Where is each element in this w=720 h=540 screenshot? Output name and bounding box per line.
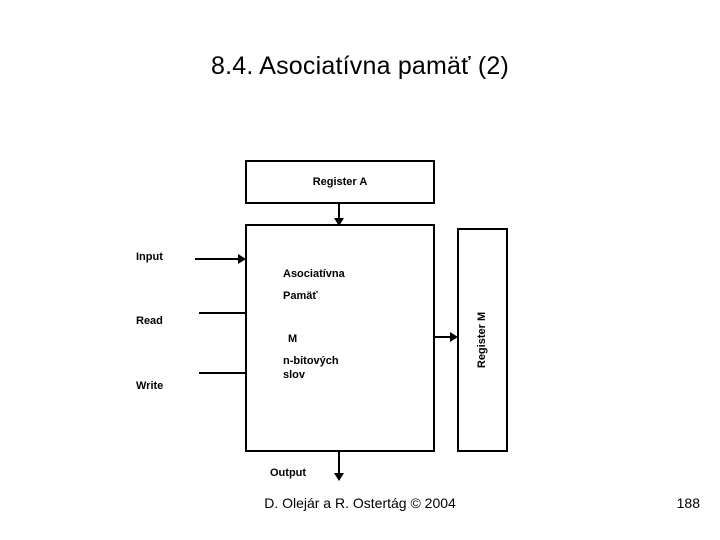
port-label-read: Read	[136, 315, 163, 327]
memory-text-line-1: Asociatívna	[283, 268, 345, 280]
port-label-output: Output	[270, 467, 307, 479]
memory-text-line-5: slov	[283, 369, 306, 381]
memory-to-output-arrowhead-icon	[334, 473, 344, 481]
input-to-memory-line	[195, 258, 240, 260]
page-title: 8.4. Asociatívna pamäť (2)	[210, 52, 510, 80]
footer-page-number: 188	[676, 495, 700, 511]
register-a-to-memory-arrowhead-icon	[334, 218, 344, 226]
register-a-to-memory-line	[338, 203, 340, 220]
memory-text-line-4: n-bitových	[283, 355, 339, 367]
memory-to-output-line	[338, 451, 340, 475]
memory-to-register-m-arrowhead-icon	[450, 332, 458, 342]
port-label-write: Write	[136, 380, 164, 392]
register-m-box: Register M	[457, 228, 508, 452]
input-to-memory-arrowhead-icon	[238, 254, 246, 264]
memory-text-line-3: M	[288, 333, 298, 345]
read-to-memory-line	[199, 312, 245, 314]
port-label-input: Input	[136, 251, 163, 263]
register-m-label-wrap: Register M	[459, 230, 506, 450]
write-to-memory-line	[199, 372, 245, 374]
memory-to-register-m-line	[435, 336, 453, 338]
register-m-label: Register M	[476, 311, 489, 369]
memory-text-line-2: Pamäť	[283, 290, 318, 302]
footer-credit: D. Olejár a R. Ostertág © 2004	[264, 495, 456, 511]
register-a-box: Register A	[245, 160, 435, 204]
register-a-label: Register A	[312, 176, 368, 188]
associative-memory-box	[245, 224, 435, 452]
